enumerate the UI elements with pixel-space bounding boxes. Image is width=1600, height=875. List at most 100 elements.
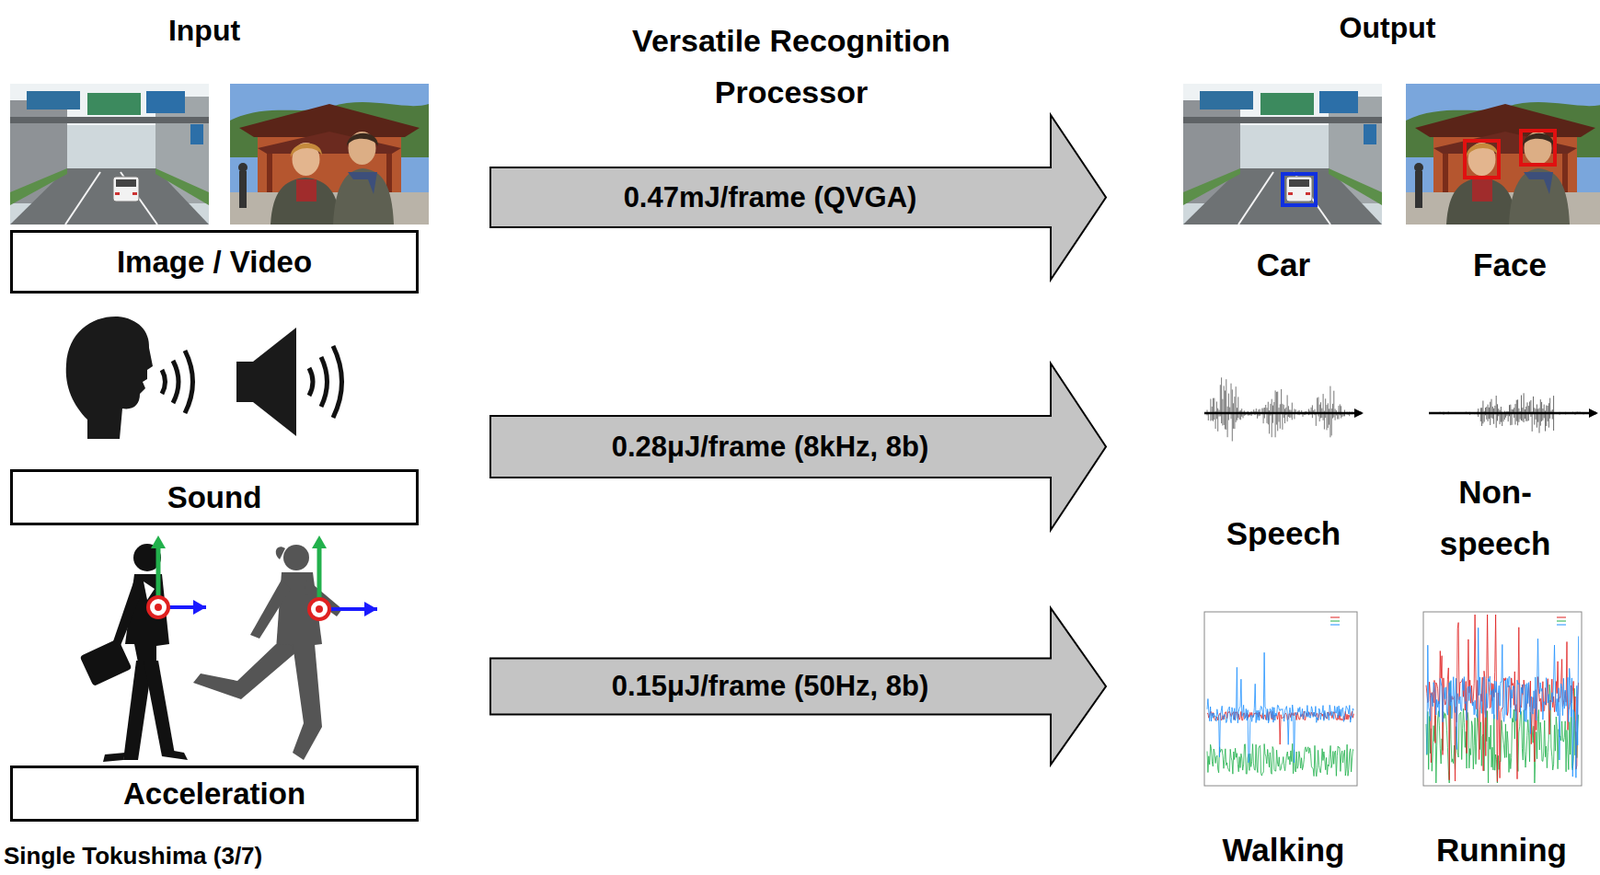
car-detection-box <box>1282 173 1316 206</box>
running-chart-part <box>1556 621 1566 622</box>
loudspeaker-icon-part <box>333 345 343 418</box>
output-label: Speech <box>1226 515 1342 553</box>
block-arrow: 0.47mJ/frame (QVGA) <box>489 114 1107 281</box>
loudspeaker-icon-part <box>236 361 254 403</box>
walking-man-figure-part <box>143 660 175 757</box>
walking-chart-part <box>1207 743 1354 777</box>
acceleration-axes-part <box>309 598 330 620</box>
output-label: Non-speech <box>1426 466 1565 570</box>
label-holder: Single Tokushima (3/7) <box>3 841 263 871</box>
nonspeech-waveform <box>1428 392 1597 433</box>
block-arrow: 0.28μJ/frame (8kHz, 8b) <box>489 362 1107 531</box>
loudspeaker-icon <box>236 327 343 437</box>
walking-man-figure-part <box>80 638 133 687</box>
box-label: Image / Video <box>116 244 312 280</box>
running-woman-figure-part <box>292 644 323 760</box>
speech-waveform-part <box>1207 377 1352 441</box>
label-holder: Walking <box>1222 831 1346 869</box>
walking-chart-part <box>1207 711 1354 745</box>
walking-chart <box>1204 611 1358 786</box>
energy-label: 0.28μJ/frame (8kHz, 8b) <box>611 430 930 464</box>
block-arrow: 0.15μJ/frame (50Hz, 8b) <box>489 607 1107 766</box>
label-holder: Speech <box>1226 515 1342 553</box>
acceleration-axes-part <box>317 548 323 599</box>
input-box: Acceleration <box>10 765 419 822</box>
road-photo <box>1183 83 1382 225</box>
acceleration-axes-part <box>148 597 169 618</box>
arrow-text-area: 0.47mJ/frame (QVGA) <box>489 167 1051 228</box>
input-box: Sound <box>10 469 419 526</box>
box-label: Sound <box>167 480 263 516</box>
running-woman-figure <box>193 544 343 760</box>
acceleration-axes-part <box>154 603 162 611</box>
walking-man-figure-part <box>161 748 188 760</box>
temple-photo <box>230 83 429 225</box>
acceleration-axes-part <box>156 548 162 598</box>
running-woman-figure-part <box>250 579 291 639</box>
box-label: Acceleration <box>123 776 306 812</box>
running-chart-part <box>1556 624 1566 626</box>
running-woman-figure-part <box>276 546 286 560</box>
speaker-head-icon-part <box>172 360 179 403</box>
speaker-head-icon-part <box>66 316 153 439</box>
energy-label: 0.15μJ/frame (50Hz, 8b) <box>611 669 930 703</box>
temple-photo <box>1405 83 1600 225</box>
speaker-head-icon <box>66 316 194 439</box>
running-chart-part <box>1423 611 1582 786</box>
label-holder: Output <box>1339 11 1437 46</box>
acceleration-axes-part <box>329 607 378 611</box>
running-chart-part <box>1426 627 1579 778</box>
box-text-column: Sound <box>167 480 263 516</box>
face-detection-box <box>1520 130 1555 165</box>
nonspeech-waveform-part <box>1428 412 1597 415</box>
speaker-head-icon-part <box>184 350 194 414</box>
label-holder: Versatile Recognition Processor <box>570 14 1013 118</box>
input-box: Image / Video <box>10 230 419 294</box>
label-holder: Non-speech <box>1426 466 1565 570</box>
acceleration-axes <box>148 548 378 620</box>
energy-label: 0.47mJ/frame (QVGA) <box>623 181 918 215</box>
label-holder: Car <box>1256 246 1311 284</box>
speaker-head-icon-part <box>161 369 166 394</box>
walking-man-figure-part <box>103 752 126 762</box>
running-woman-figure-part <box>283 544 310 571</box>
block-arrow-outline <box>490 608 1106 765</box>
loudspeaker-icon-part <box>253 327 297 437</box>
arrow-text-area: 0.15μJ/frame (50Hz, 8b) <box>489 658 1051 715</box>
face-detection-box <box>1464 140 1499 178</box>
walking-man-figure <box>80 543 188 762</box>
column-title: Versatile Recognition Processor <box>570 14 1013 118</box>
loudspeaker-icon-part <box>309 368 313 396</box>
acceleration-axes-part <box>315 605 323 613</box>
walking-chart-part <box>1204 611 1358 786</box>
label-holder: Input <box>168 13 241 48</box>
walking-chart-part <box>1207 652 1354 763</box>
running-chart-part <box>1556 617 1566 619</box>
block-arrow-outline <box>490 115 1106 280</box>
walking-chart-part <box>1330 617 1340 619</box>
arrow-text-area: 0.28μJ/frame (8kHz, 8b) <box>489 415 1051 478</box>
walking-chart-part <box>1330 621 1340 622</box>
footer-note: Single Tokushima (3/7) <box>3 841 263 871</box>
running-chart <box>1423 611 1582 786</box>
column-title: Input <box>168 13 241 48</box>
walking-man-figure-part <box>112 579 144 648</box>
box-text-column: Acceleration <box>123 776 306 812</box>
block-arrow-outline <box>490 363 1106 530</box>
walking-chart-part <box>1330 624 1340 626</box>
acceleration-axes-part <box>168 605 207 610</box>
running-chart-part <box>1426 614 1579 783</box>
output-label: Walking <box>1222 831 1346 869</box>
label-holder: Face <box>1473 246 1547 284</box>
loudspeaker-icon-part <box>321 356 328 407</box>
speech-waveform-part <box>1204 412 1362 415</box>
road-photo <box>10 83 209 225</box>
speech-waveform <box>1204 377 1362 441</box>
box-text-column: Image / Video <box>116 244 312 280</box>
label-holder: Running <box>1436 831 1567 869</box>
output-label: Face <box>1473 246 1547 284</box>
running-woman-figure-part <box>193 644 304 700</box>
output-label: Running <box>1436 831 1567 869</box>
column-title: Output <box>1339 11 1437 46</box>
